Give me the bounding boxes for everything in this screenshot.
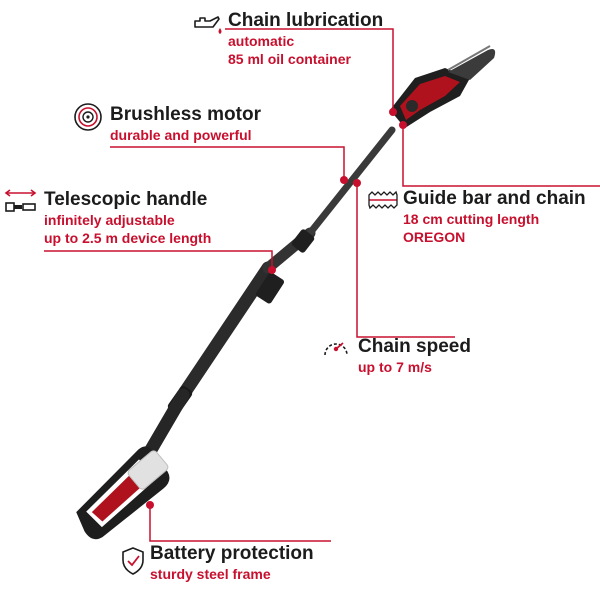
callout-line: up to 7 m/s	[358, 359, 432, 375]
callout-line: automatic	[228, 33, 295, 49]
saw-chain-icon	[368, 190, 398, 210]
callout-line: 18 cm cutting length	[403, 211, 540, 227]
pole-lower-segment	[178, 261, 275, 399]
callout-telescopic-handle: Telescopic handle infinitely adjustable …	[44, 189, 211, 247]
dot-telescopic-handle	[268, 266, 276, 274]
callout-title: Chain lubrication	[228, 10, 384, 31]
callout-line: durable and powerful	[110, 127, 252, 143]
callout-title: Telescopic handle	[44, 189, 208, 210]
leader-lines	[44, 28, 600, 542]
leader-chain-lubrication	[225, 28, 394, 112]
callout-chain-speed: Chain speed up to 7 m/s	[358, 336, 471, 376]
callout-line: 85 ml oil container	[228, 51, 351, 67]
leader-dots	[146, 108, 407, 509]
dot-brushless-motor	[340, 176, 348, 184]
leader-brushless-motor	[110, 146, 345, 180]
guide-bar	[448, 49, 496, 80]
motor-icon	[74, 103, 102, 131]
callout-line: sturdy steel frame	[150, 566, 271, 582]
leader-telescopic-handle	[44, 250, 273, 270]
callout-title: Guide bar and chain	[403, 188, 586, 209]
pole-upper-segment	[306, 126, 396, 237]
battery-pack	[127, 450, 169, 490]
pole-coupling-lower	[255, 272, 285, 304]
callout-battery-protection: Battery protection sturdy steel frame	[150, 543, 314, 583]
dot-chain-lubrication	[389, 108, 397, 116]
callout-line: OREGON	[403, 229, 466, 245]
callout-guide-bar: Guide bar and chain 18 cm cutting length…	[403, 188, 586, 246]
shield-check-icon	[122, 547, 144, 575]
callout-brushless-motor: Brushless motor durable and powerful	[110, 104, 261, 144]
leader-battery-protection	[149, 505, 331, 542]
callout-line: up to 2.5 m device length	[44, 230, 212, 246]
dot-battery-protection	[146, 501, 154, 509]
speed-dial-icon	[324, 342, 348, 356]
saw-chain	[447, 45, 491, 71]
leader-guide-bar	[402, 125, 600, 187]
dot-guide-bar	[399, 121, 407, 129]
pole-coupling-upper	[291, 229, 315, 253]
telescope-arrow-icon	[4, 189, 37, 212]
oil-can-icon	[194, 16, 222, 34]
callout-title: Battery protection	[150, 543, 314, 564]
callout-title: Brushless motor	[110, 104, 261, 125]
leader-chain-speed	[356, 183, 455, 338]
callout-chain-lubrication: Chain lubrication automatic 85 ml oil co…	[228, 10, 383, 68]
motor-head	[390, 68, 470, 128]
callout-title: Chain speed	[358, 336, 471, 357]
callout-line: infinitely adjustable	[44, 212, 175, 228]
dot-chain-speed	[353, 179, 361, 187]
